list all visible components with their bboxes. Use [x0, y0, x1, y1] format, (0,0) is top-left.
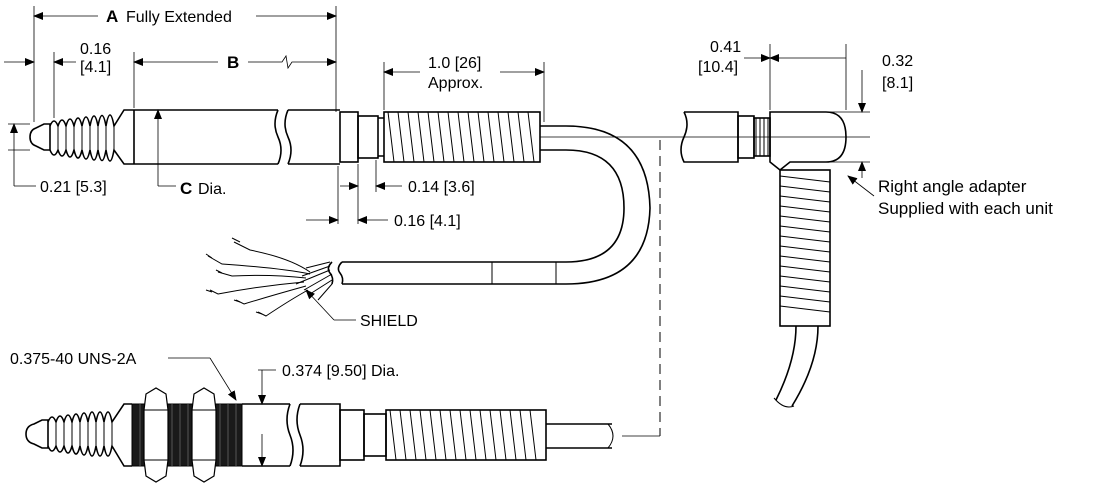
dim-tip-length-mm: [4.1] [80, 59, 111, 76]
dim-spring-length: 1.0 [26] [428, 55, 481, 72]
callout-labels: Right angle adapter Supplied with each u… [360, 177, 1053, 330]
thread-spec-label: 0.375-40 UNS-2A [10, 351, 137, 368]
dimension-labels: A Fully Extended B C Dia. 0.16 [4.1] 0.2… [10, 7, 913, 380]
dim-a-letter: A [106, 7, 118, 26]
dim-c-text: Dia. [198, 181, 226, 198]
cable [205, 125, 651, 317]
dim-b-letter: B [227, 53, 239, 72]
dim-collar-b: 0.16 [4.1] [394, 213, 461, 230]
shield-label: SHIELD [360, 313, 418, 330]
adapter-callout-line2: Supplied with each unit [878, 199, 1053, 218]
bottom-probe [25, 387, 614, 483]
dim-adapter-width-in: 0.41 [710, 39, 741, 56]
dim-collar-a: 0.14 [3.6] [408, 179, 475, 196]
adapter-callout-line1: Right angle adapter [878, 177, 1027, 196]
dim-tip-dia: 0.21 [5.3] [40, 179, 107, 196]
dim-a-text: Fully Extended [126, 9, 232, 26]
dim-adapter-width-mm: [10.4] [698, 59, 738, 76]
dimension-lines [4, 6, 875, 467]
dim-tip-length-in: 0.16 [80, 41, 111, 58]
dim-spring-note: Approx. [428, 75, 483, 92]
dim-c-letter: C [180, 179, 192, 198]
right-angle-adapter [680, 111, 847, 408]
top-probe [29, 109, 541, 165]
dim-adapter-height-mm: [8.1] [882, 75, 913, 92]
body-dia-label: 0.374 [9.50] Dia. [282, 363, 399, 380]
dim-adapter-height-in: 0.32 [882, 53, 913, 70]
